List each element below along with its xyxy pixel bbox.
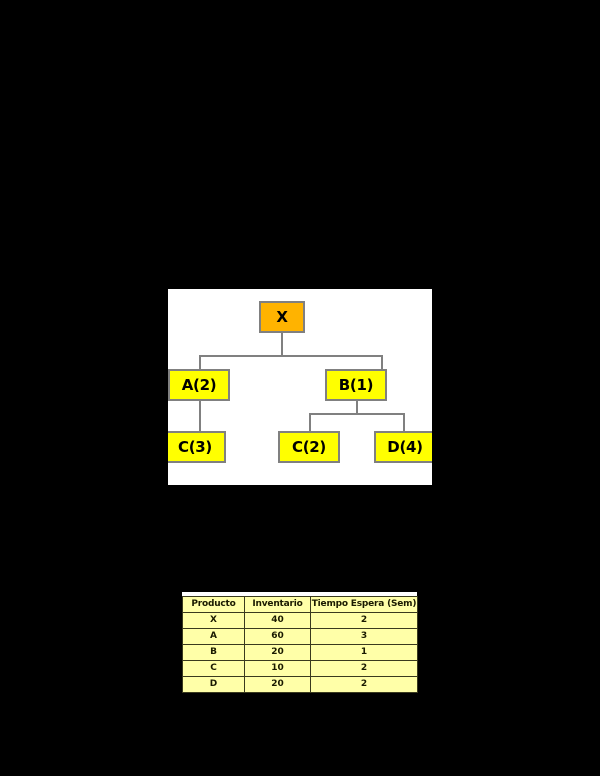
- cell-producto: A: [182, 628, 245, 645]
- cell-tiempo-espera: 3: [310, 628, 418, 645]
- node-b[interactable]: B(1): [325, 369, 387, 401]
- table-row: X 40 2: [182, 612, 418, 629]
- product-structure-diagram: X A(2) B(1) C(3) C(2) D(4): [168, 289, 432, 485]
- table-row: C 10 2: [182, 660, 418, 677]
- cell-inventario: 20: [244, 676, 311, 693]
- node-b-label: B(1): [338, 376, 374, 394]
- column-header-producto: Producto: [182, 596, 245, 613]
- node-x-label: X: [276, 308, 288, 326]
- table-header-row: Producto Inventario Tiempo Espera (Sem): [182, 596, 418, 613]
- cell-inventario: 20: [244, 644, 311, 661]
- cell-tiempo-espera: 2: [310, 676, 418, 693]
- node-c2-label: C(2): [292, 438, 326, 456]
- node-x[interactable]: X: [259, 301, 305, 333]
- node-a[interactable]: A(2): [168, 369, 230, 401]
- cell-tiempo-espera: 1: [310, 644, 418, 661]
- cell-producto: D: [182, 676, 245, 693]
- node-c2[interactable]: C(2): [278, 431, 340, 463]
- cell-producto: C: [182, 660, 245, 677]
- column-header-inventario: Inventario: [244, 596, 311, 613]
- connector-to-b: [381, 355, 383, 375]
- table-row: A 60 3: [182, 628, 418, 645]
- connector-x-vertical: [281, 333, 283, 357]
- table-row: B 20 1: [182, 644, 418, 661]
- connector-to-c2: [309, 413, 311, 431]
- cell-producto: X: [182, 612, 245, 629]
- node-d4-label: D(4): [387, 438, 423, 456]
- cell-inventario: 60: [244, 628, 311, 645]
- node-a-label: A(2): [181, 376, 217, 394]
- table-row: D 20 2: [182, 676, 418, 693]
- cell-producto: B: [182, 644, 245, 661]
- connector-to-d4: [403, 413, 405, 431]
- cell-tiempo-espera: 2: [310, 612, 418, 629]
- table-top-strip: [182, 592, 417, 596]
- node-d4[interactable]: D(4): [374, 431, 432, 463]
- connector-a-to-c3: [199, 401, 201, 431]
- connector-level1-horizontal: [199, 355, 383, 357]
- inventory-lead-time-table: Producto Inventario Tiempo Espera (Sem) …: [182, 596, 418, 693]
- cell-inventario: 10: [244, 660, 311, 677]
- connector-to-a: [199, 355, 201, 375]
- cell-tiempo-espera: 2: [310, 660, 418, 677]
- node-c3[interactable]: C(3): [168, 431, 226, 463]
- connector-level2-horizontal: [309, 413, 405, 415]
- cell-inventario: 40: [244, 612, 311, 629]
- column-header-tiempo-espera: Tiempo Espera (Sem): [310, 596, 418, 613]
- node-c3-label: C(3): [178, 438, 212, 456]
- connector-b-vertical: [356, 401, 358, 415]
- inventory-table-container: Producto Inventario Tiempo Espera (Sem) …: [182, 592, 418, 693]
